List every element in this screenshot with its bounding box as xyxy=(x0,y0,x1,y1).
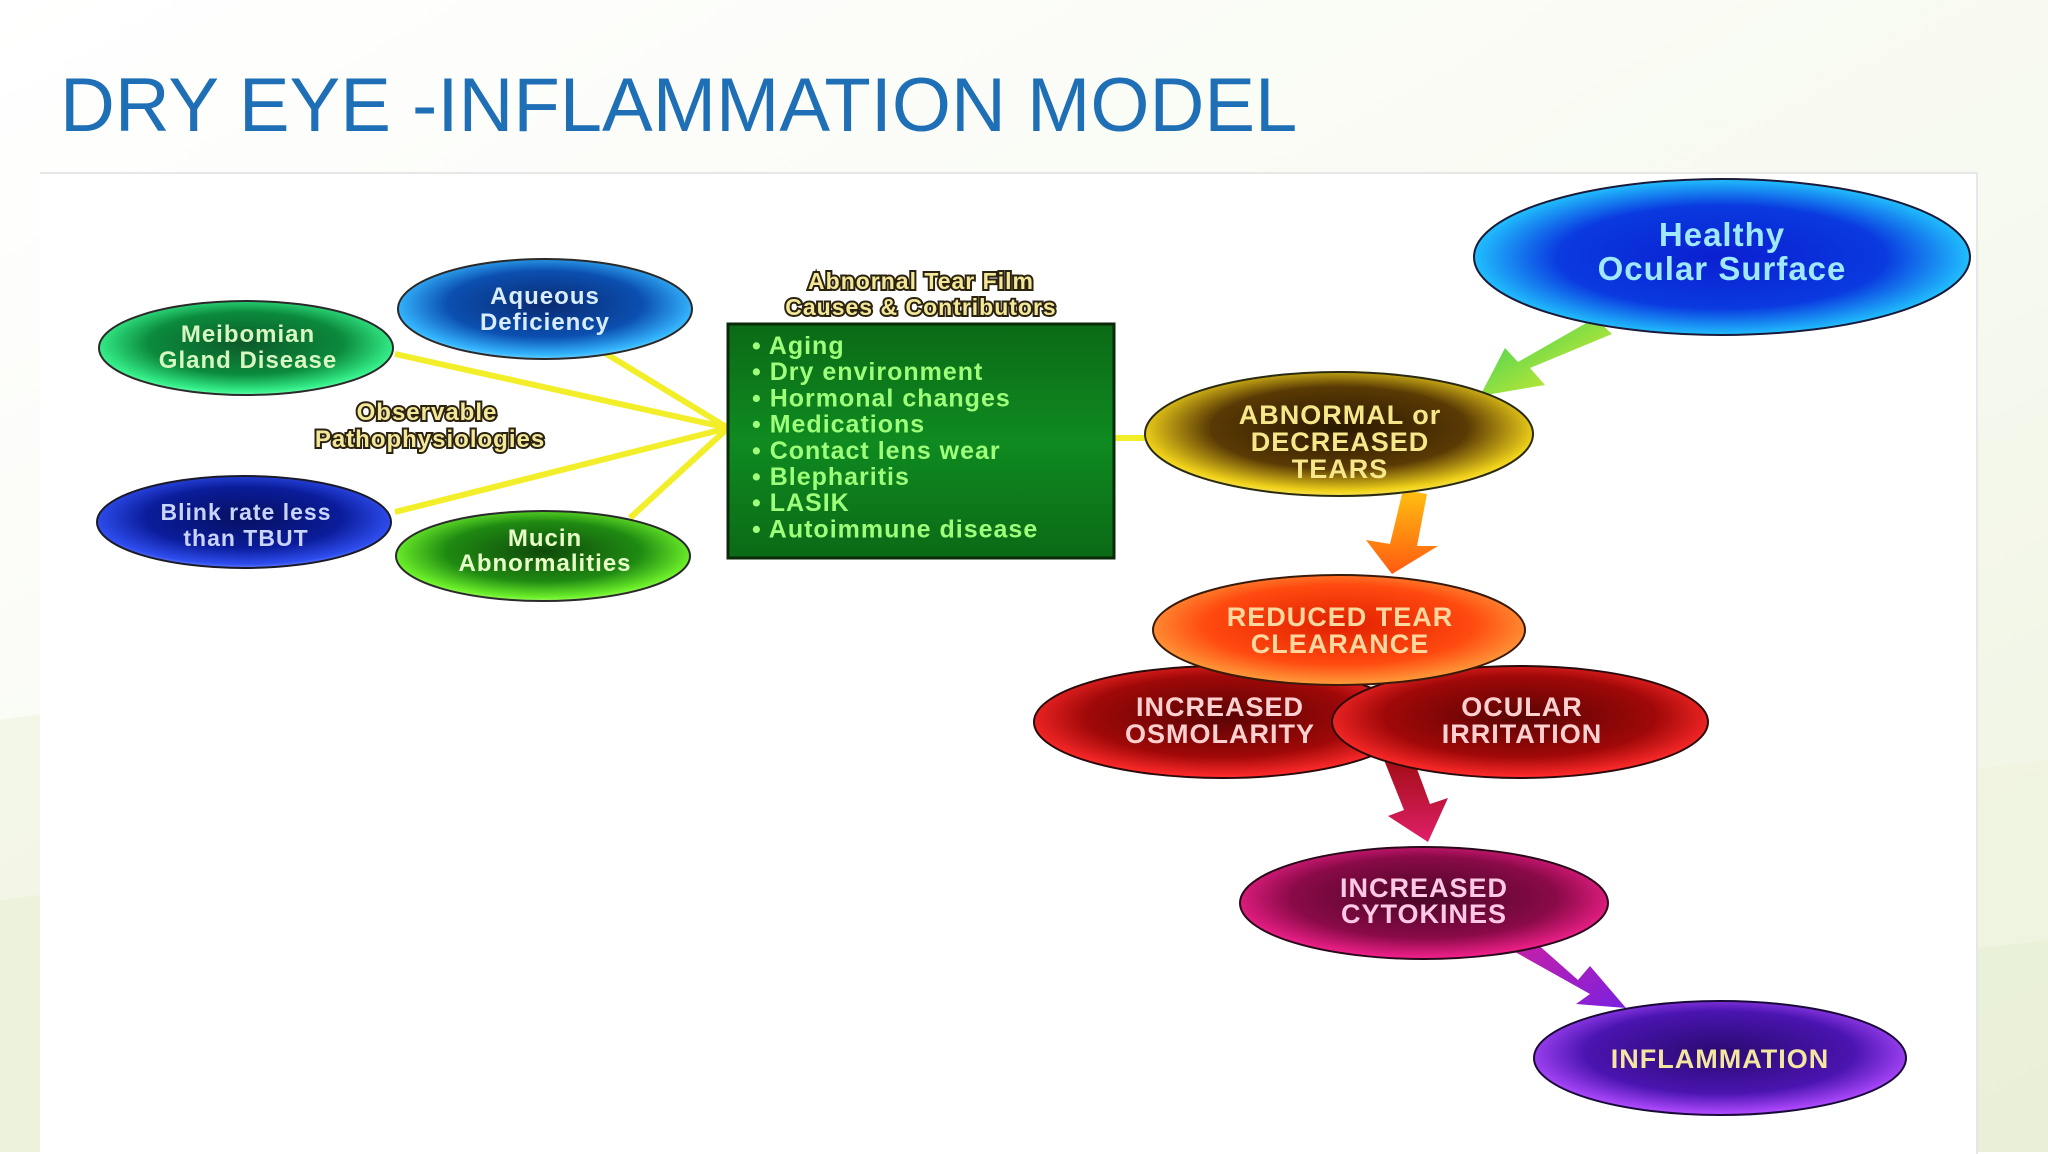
healthy-line2: Ocular Surface xyxy=(1598,250,1847,287)
connector-mucin xyxy=(627,425,731,521)
meibomian-line2: Gland Disease xyxy=(159,347,337,374)
pathophysiology-line1: Observable xyxy=(357,399,498,426)
reduced-clearance-line1: REDUCED TEAR xyxy=(1227,602,1454,632)
causes-bullet-list: • Aging• Dry environment• Hormonal chang… xyxy=(752,332,1038,543)
node-cytokines: INCREASED CYTOKINES xyxy=(1239,846,1609,960)
node-osmolarity: INCREASED OSMOLARITY xyxy=(1033,665,1411,779)
abnormal-tears-line1: ABNORMAL or xyxy=(1239,400,1442,430)
node-aqueous: Aqueous Deficiency xyxy=(397,258,693,360)
node-healthy: Healthy Ocular Surface xyxy=(1473,178,1971,336)
connector-aqueous xyxy=(598,347,730,431)
cytokines-line2: CYTOKINES xyxy=(1341,899,1507,929)
arrow-osmolarity-to-cytokines xyxy=(1384,750,1448,842)
pathophysiology-line2: Pathophysiologies xyxy=(315,426,545,453)
causes-item: • LASIK xyxy=(752,489,850,517)
connector-meibomian xyxy=(394,351,729,431)
aqueous-line1: Aqueous xyxy=(490,283,600,310)
connector-blink xyxy=(394,425,729,515)
slide-title: DRY EYE -INFLAMMATION MODEL xyxy=(60,63,1298,148)
abnormal-tears-line2: DECREASED xyxy=(1251,427,1430,457)
arrow-tears-to-clearance xyxy=(1366,490,1438,574)
inflammation-line1: INFLAMMATION xyxy=(1611,1044,1829,1074)
node-irritation: OCULAR IRRITATION xyxy=(1331,665,1709,779)
mucin-line2: Abnormalities xyxy=(458,550,631,577)
cytokines-line1: INCREASED xyxy=(1340,873,1508,903)
healthy-line1: Healthy xyxy=(1659,216,1785,253)
meibomian-line1: Meibomian xyxy=(181,321,315,348)
causes-box: Abnornal Tear Film Causes & Contributors… xyxy=(726,266,1116,560)
node-meibomian: Meibomian Gland Disease xyxy=(98,300,394,396)
blink-line2: than TBUT xyxy=(183,525,308,551)
osmolarity-line2: OSMOLARITY xyxy=(1125,719,1315,749)
blink-line1: Blink rate less xyxy=(161,499,332,525)
causes-item: • Autoimmune disease xyxy=(752,515,1038,543)
causes-item: • Blepharitis xyxy=(752,463,910,491)
mucin-line1: Mucin xyxy=(508,525,582,552)
causes-item: • Dry environment xyxy=(752,358,983,386)
causes-item: • Aging xyxy=(752,332,845,360)
node-abnormal-tears: ABNORMAL or DECREASED TEARS xyxy=(1144,371,1534,497)
node-reduced-clearance: REDUCED TEAR CLEARANCE xyxy=(1152,574,1526,686)
irritation-line1: OCULAR xyxy=(1461,692,1583,722)
node-blink: Blink rate less than TBUT xyxy=(96,475,392,569)
irritation-line2: IRRITATION xyxy=(1442,719,1602,749)
arrow-healthy-to-tears xyxy=(1480,318,1612,396)
causes-item: • Medications xyxy=(752,411,925,439)
reduced-clearance-line2: CLEARANCE xyxy=(1251,629,1430,659)
node-mucin: Mucin Abnormalities xyxy=(395,510,691,602)
aqueous-line2: Deficiency xyxy=(480,309,610,336)
abnormal-tears-line3: TEARS xyxy=(1292,454,1389,484)
causes-item: • Hormonal changes xyxy=(752,384,1011,412)
connector-lines xyxy=(394,347,1145,521)
causes-header-line2: Causes & Contributors xyxy=(785,294,1056,320)
causes-header-line1: Abnornal Tear Film xyxy=(808,268,1034,294)
arrow-cytokines-to-inflammation xyxy=(1508,934,1626,1008)
pathophysiology-label: Observable Pathophysiologies xyxy=(313,397,546,455)
node-inflammation: INFLAMMATION xyxy=(1533,1000,1907,1116)
causes-item: • Contact lens wear xyxy=(752,437,1001,465)
osmolarity-line1: INCREASED xyxy=(1136,692,1304,722)
flow-arrows xyxy=(1366,318,1626,1008)
